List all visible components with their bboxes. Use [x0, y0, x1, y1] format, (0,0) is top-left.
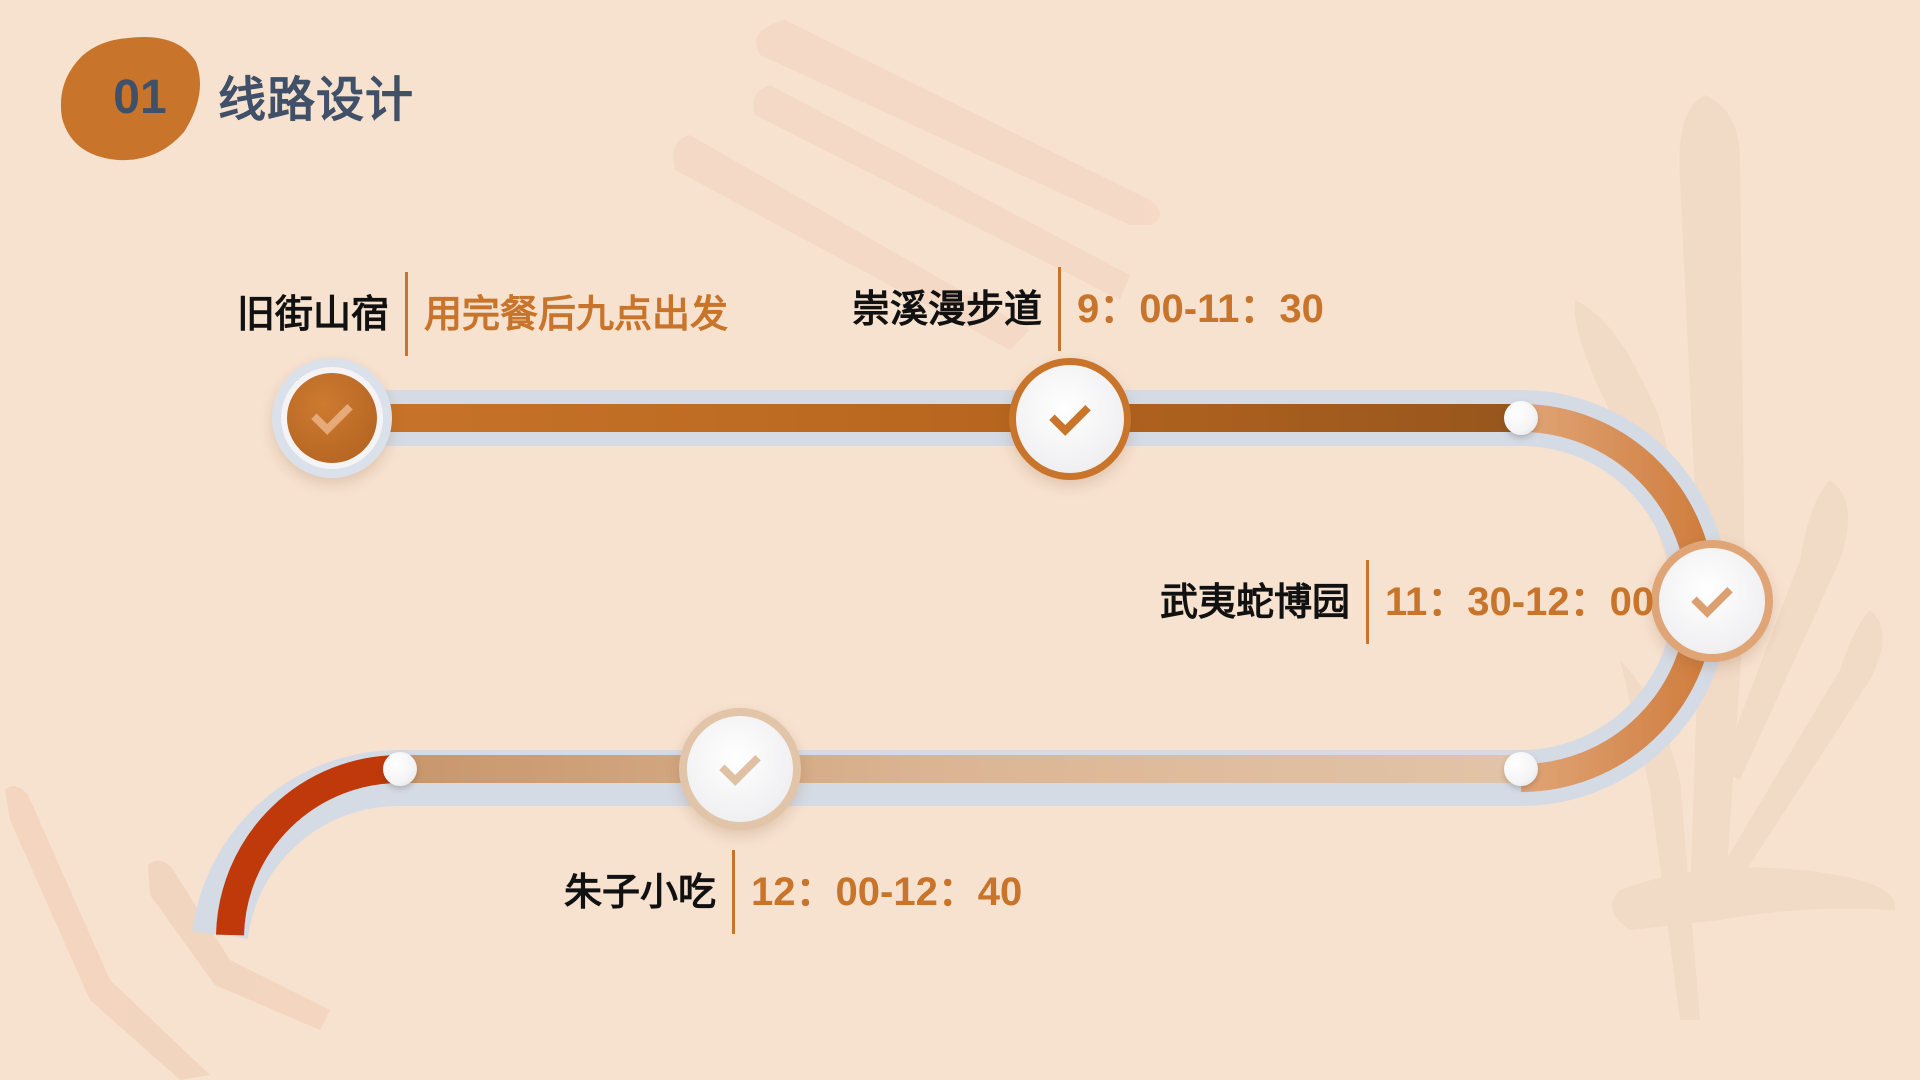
stop-name: 崇溪漫步道 [852, 287, 1043, 331]
label-divider [1058, 267, 1062, 351]
check-icon [719, 754, 761, 786]
section-number: 01 [113, 71, 167, 124]
stop-label-4: 朱子小吃 12：00-12：40 [564, 850, 1022, 934]
stop-name: 朱子小吃 [564, 870, 717, 914]
label-divider [405, 272, 409, 356]
check-icon [1691, 586, 1733, 618]
label-divider [732, 850, 736, 934]
stop-node-1[interactable] [272, 358, 392, 478]
label-divider [1366, 560, 1370, 644]
stop-node-4[interactable] [679, 708, 801, 830]
track-joint-dot [1504, 752, 1538, 786]
stop-time: 9：00-11：30 [1077, 287, 1324, 331]
stop-time: 12：00-12：40 [751, 870, 1023, 914]
stop-time: 11：30-12：00 [1385, 580, 1655, 624]
check-icon [1049, 404, 1091, 436]
stop-label-1: 旧街山宿 用完餐后九点出发 [237, 272, 728, 356]
check-icon [311, 403, 353, 435]
stop-label-3: 武夷蛇博园 11：30-12：00 [1160, 560, 1654, 644]
title-badge-blob [60, 37, 200, 161]
stop-label-2: 崇溪漫步道 9：00-11：30 [852, 267, 1324, 351]
track-joint-dot [383, 752, 417, 786]
page-title: 线路设计 [218, 72, 415, 128]
track-joint-dot [1504, 401, 1538, 435]
stop-node-2[interactable] [1009, 358, 1131, 480]
stop-name: 旧街山宿 [237, 292, 390, 336]
stop-name: 武夷蛇博园 [1160, 580, 1351, 624]
stop-detail: 用完餐后九点出发 [424, 292, 729, 336]
stop-node-3[interactable] [1651, 540, 1773, 662]
